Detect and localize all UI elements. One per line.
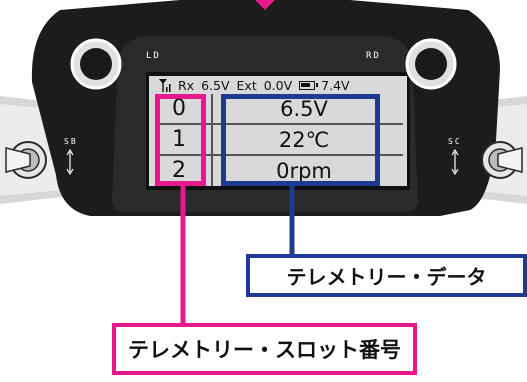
sb-arrow-icon (66, 148, 74, 176)
tx-voltage: 7.4V (321, 77, 350, 93)
label-rd: RD (366, 51, 381, 61)
status-bar: Rx 6.5V Ext 0.0V 7.4V (159, 76, 404, 94)
telemetry-value-0: 6.5V (280, 97, 328, 121)
slot-number-2: 2 (172, 158, 186, 183)
telemetry-data-highlight (221, 94, 380, 186)
signal-icon (159, 78, 171, 92)
top-pointer-icon (255, 0, 275, 10)
telemetry-value-2: 0rpm (276, 159, 332, 183)
telemetry-value-1: 22℃ (278, 128, 330, 152)
slot-number-0: 0 (172, 96, 186, 121)
label-ld: LD (146, 51, 161, 61)
battery-icon (299, 80, 319, 90)
rx-voltage: 6.5V (201, 77, 230, 93)
ld-knob-center (80, 48, 112, 80)
label-sb: SB (64, 137, 78, 146)
rx-label: Rx (178, 77, 195, 93)
sb-switch[interactable] (5, 141, 47, 179)
sc-arrow-icon (451, 148, 459, 176)
label-sc: SC (448, 137, 462, 146)
slot-number-1: 1 (172, 127, 186, 152)
telemetry-data-callout: テレメトリー・データ (246, 254, 527, 297)
grid-divider (211, 94, 213, 186)
sc-switch[interactable] (481, 141, 523, 179)
grid-line-1 (155, 123, 403, 125)
ext-label: Ext (236, 77, 257, 93)
ext-voltage: 0.0V (263, 77, 293, 93)
grid-line-2 (155, 154, 403, 156)
slot-number-highlight (155, 94, 206, 186)
rd-knob-center (415, 48, 447, 80)
telemetry-slot-callout: テレメトリー・スロット番号 (112, 323, 417, 375)
